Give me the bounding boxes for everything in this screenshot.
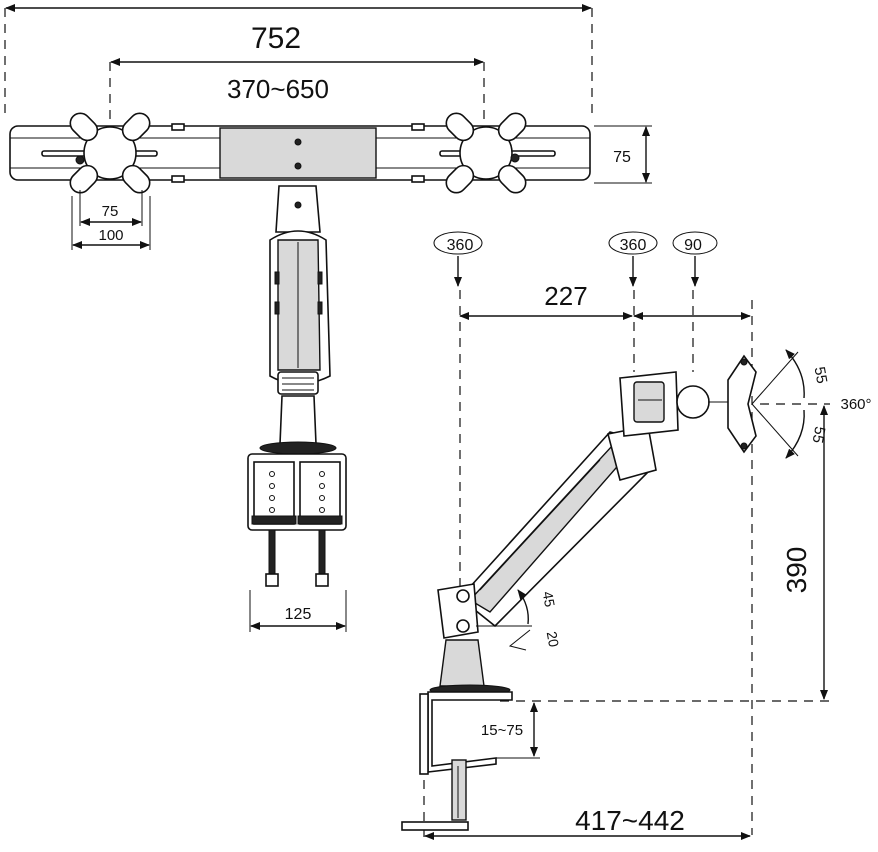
side-view: 360 360 90 227 390 360° <box>401 231 872 840</box>
center-arm <box>259 185 337 455</box>
swivel-indicator-arm: 360 <box>608 231 658 287</box>
label-tilt-up: 55 <box>811 366 831 385</box>
center-plate <box>219 127 377 179</box>
clamp-front <box>247 453 347 587</box>
swivel-label-base: 360 <box>447 237 474 254</box>
side-arm <box>429 354 757 696</box>
label-vesa-75: 75 <box>102 203 119 220</box>
label-tilt-down: 55 <box>809 425 829 444</box>
label-arm-up: 45 <box>540 590 558 608</box>
swivel-label-arm: 360 <box>620 237 647 254</box>
label-arm-down: 20 <box>544 630 562 648</box>
label-desk-thickness: 15~75 <box>481 722 523 739</box>
label-rotation: 360° <box>840 396 871 413</box>
right-vesa-head <box>445 112 527 194</box>
label-arm-span: 370~650 <box>227 74 329 104</box>
label-clamp-width: 125 <box>285 606 312 623</box>
label-reach: 227 <box>544 281 587 311</box>
swivel-indicator-head: 90 <box>672 231 718 287</box>
left-vesa-head <box>69 112 151 194</box>
side-clamp <box>401 691 513 831</box>
label-vesa-height: 75 <box>613 149 631 166</box>
swivel-label-head: 90 <box>684 237 702 254</box>
label-total-width: 752 <box>251 22 301 55</box>
label-depth: 417~442 <box>575 805 685 836</box>
top-view: 752 370~650 <box>4 4 652 632</box>
label-vesa-100: 100 <box>98 227 123 244</box>
label-height: 390 <box>781 547 812 594</box>
swivel-indicator-base: 360 <box>433 231 483 287</box>
